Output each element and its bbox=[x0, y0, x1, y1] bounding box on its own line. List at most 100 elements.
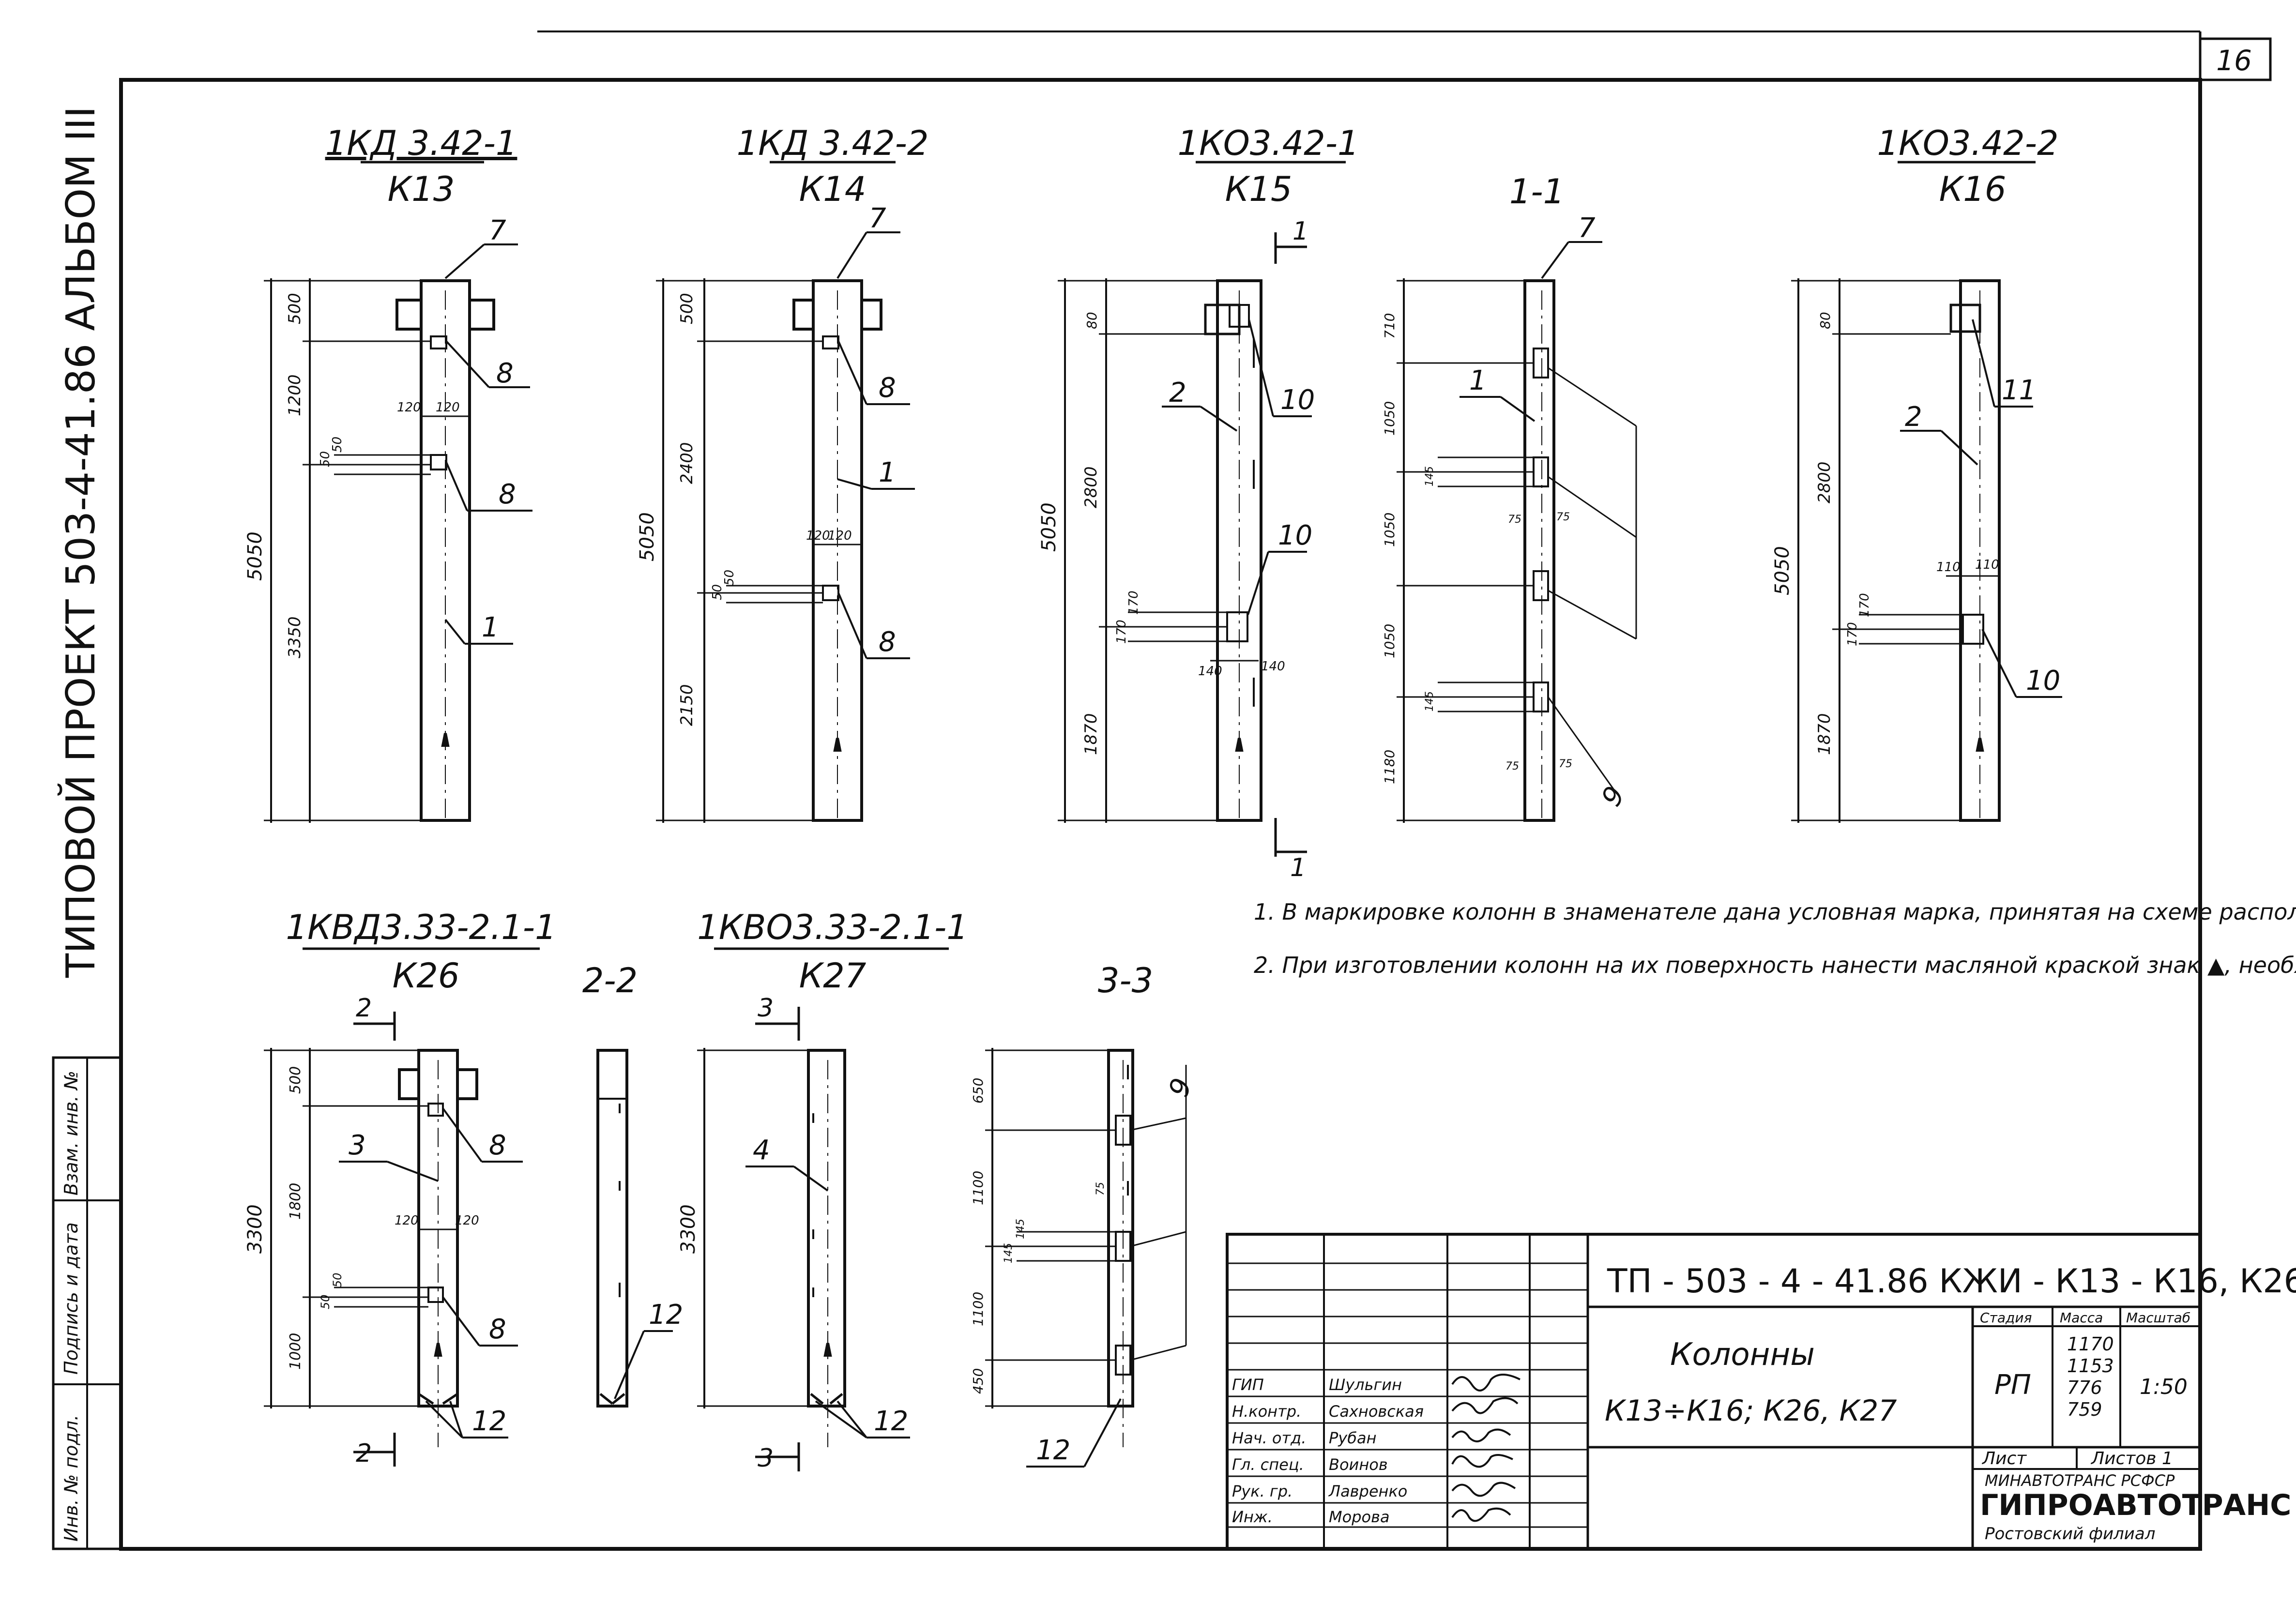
dim-k16-170a: 170 bbox=[1845, 622, 1860, 646]
dim-s33-145b: 145 bbox=[1015, 1219, 1027, 1239]
callout-s11-1: 1 bbox=[1469, 365, 1487, 396]
callout-k27-4: 4 bbox=[753, 1135, 770, 1166]
dim-k14-50b: 50 bbox=[722, 570, 737, 586]
column-k26-code: К26 bbox=[393, 956, 460, 996]
stamp-label-replace: Взам. инв. № bbox=[61, 1071, 82, 1196]
dim-k26-500: 500 bbox=[287, 1066, 304, 1094]
dim-k14-2400: 2400 bbox=[677, 442, 697, 484]
staff-role-1: ГИП bbox=[1232, 1376, 1264, 1394]
dim-k14-50a: 50 bbox=[710, 584, 725, 600]
scale-value: 1:50 bbox=[2140, 1375, 2188, 1399]
column-k14-mark: 1КД 3.42-2 bbox=[737, 123, 929, 163]
sheet-number: 16 bbox=[2216, 44, 2252, 77]
column-k13-code: К13 bbox=[388, 169, 455, 209]
dim-k15-140a: 140 bbox=[1198, 664, 1222, 679]
dim-k13-50a: 50 bbox=[318, 451, 333, 467]
dim-k13-120a: 120 bbox=[397, 400, 421, 415]
side-title: ТИПОВОЙ ПРОЕКТ 503-4-41.86 АЛЬБОМ III bbox=[57, 106, 104, 978]
drawing-title-line2: К13÷К16; К26, К27 bbox=[1605, 1394, 1897, 1428]
dim-s33-145a: 145 bbox=[1003, 1243, 1015, 1263]
callout-k14-7: 7 bbox=[869, 203, 886, 234]
callout-k13-8b: 8 bbox=[499, 479, 516, 510]
dim-k16-110b: 110 bbox=[1975, 558, 1999, 572]
section-3-3-label: 3-3 bbox=[1098, 961, 1153, 1000]
dim-k16-2800: 2800 bbox=[1815, 461, 1834, 503]
dim-s11-75a: 75 bbox=[1508, 514, 1521, 526]
callout-k15-10b: 10 bbox=[1278, 520, 1312, 551]
dim-k15-80: 80 bbox=[1084, 312, 1100, 329]
column-k27-code: К27 bbox=[799, 956, 867, 996]
dim-k15-140b: 140 bbox=[1261, 659, 1285, 674]
dim-k13-50b: 50 bbox=[330, 437, 345, 453]
signature-1 bbox=[1451, 1374, 1521, 1392]
dim-s11-75b: 75 bbox=[1556, 511, 1570, 523]
dim-k16-170b: 170 bbox=[1857, 593, 1872, 617]
signature-3 bbox=[1451, 1428, 1511, 1442]
staff-role-2: Н.контр. bbox=[1232, 1402, 1301, 1421]
column-k27-mark: 1КВО3.33-2.1-1 bbox=[697, 908, 968, 947]
cut-mark-2-bottom: 2 bbox=[356, 1439, 372, 1468]
org-ministry: МИНАВТОТРАНС РСФСР bbox=[1985, 1471, 2175, 1490]
column-k26-mark: 1КВД3.33-2.1-1 bbox=[286, 908, 556, 947]
dim-s33-1100a: 1100 bbox=[970, 1171, 986, 1205]
column-k14-view: 1КД 3.42-2 К14 500 2400 2150 5050 50 50 … bbox=[636, 123, 928, 823]
callout-k27-12: 12 bbox=[874, 1406, 908, 1437]
stage-value: РП bbox=[1994, 1369, 2031, 1401]
dim-k15-170a: 170 bbox=[1114, 620, 1129, 644]
dim-k16-80: 80 bbox=[1817, 312, 1833, 329]
dim-k27-3300: 3300 bbox=[677, 1204, 699, 1254]
callout-k26-8b: 8 bbox=[489, 1314, 506, 1345]
staff-role-5: Рук. гр. bbox=[1232, 1482, 1292, 1500]
dim-k13-3350: 3350 bbox=[285, 616, 304, 658]
cut-mark-3-bottom: 3 bbox=[758, 1444, 774, 1473]
dim-k14-2150: 2150 bbox=[677, 684, 697, 726]
sheet-frame bbox=[119, 78, 2202, 1551]
callout-s11-7: 7 bbox=[1578, 212, 1596, 244]
staff-name-1: Шульгин bbox=[1329, 1376, 1402, 1394]
dim-k15-1870: 1870 bbox=[1081, 713, 1101, 755]
callout-s33-9: 9 bbox=[1163, 1074, 1198, 1101]
column-k16-mark: 1КО3.42-2 bbox=[1877, 123, 2059, 163]
dim-k14-120b: 120 bbox=[828, 529, 852, 543]
note-2: 2. При изготовлении колонн на их поверхн… bbox=[1254, 952, 2296, 978]
sheet-number-box bbox=[2199, 37, 2272, 81]
staff-role-6: Инж. bbox=[1232, 1508, 1273, 1526]
section-3-3-view: 3-3 650 1100 1100 450 145 145 75 9 12 bbox=[970, 961, 1198, 1468]
column-k15-view: 1КО3.42-1 К15 1 1 80 2800 5050 170 170 1… bbox=[1038, 123, 1359, 882]
cut-mark-1-bottom: 1 bbox=[1290, 853, 1306, 882]
drawing-title-line1: Колонны bbox=[1670, 1337, 1815, 1373]
callout-k13-8a: 8 bbox=[496, 358, 514, 389]
dim-k16-1870: 1870 bbox=[1815, 713, 1834, 755]
column-k27-view: 1КВО3.33-2.1-1 К27 3 3 3300 4 12 bbox=[677, 908, 968, 1473]
dim-k13-120b: 120 bbox=[436, 400, 460, 415]
dim-s11-145b: 145 bbox=[1424, 691, 1436, 712]
mass-value-2: 1153 bbox=[2067, 1355, 2114, 1377]
staff-name-3: Рубан bbox=[1329, 1429, 1377, 1447]
dim-s11-75d: 75 bbox=[1559, 758, 1572, 770]
column-k15-mark: 1КО3.42-1 bbox=[1178, 123, 1359, 163]
org-branch: Ростовский филиал bbox=[1985, 1524, 2155, 1544]
dim-s33-75: 75 bbox=[1095, 1182, 1107, 1196]
dim-k26-120a: 120 bbox=[395, 1213, 419, 1228]
callout-k26-12: 12 bbox=[472, 1406, 506, 1437]
callout-k16-11: 11 bbox=[2002, 375, 2036, 406]
mass-label: Масса bbox=[2060, 1310, 2103, 1326]
callout-k26-3: 3 bbox=[349, 1130, 366, 1161]
staff-role-3: Нач. отд. bbox=[1232, 1429, 1306, 1447]
dim-k26-3300: 3300 bbox=[244, 1204, 266, 1254]
dim-k13-5050: 5050 bbox=[244, 531, 266, 581]
org-name: ГИПРОАВТОТРАНС bbox=[1980, 1488, 2291, 1522]
section-1-1-label: 1-1 bbox=[1509, 172, 1565, 212]
cut-mark-2-top: 2 bbox=[356, 994, 372, 1023]
mass-value-4: 759 bbox=[2067, 1399, 2102, 1420]
dim-k15-2800: 2800 bbox=[1081, 466, 1101, 508]
section-2-2-label: 2-2 bbox=[582, 961, 638, 1000]
cut-mark-3-top: 3 bbox=[758, 994, 774, 1023]
mass-value-3: 776 bbox=[2067, 1377, 2102, 1398]
staff-name-5: Лавренко bbox=[1328, 1482, 1407, 1500]
cut-mark-1-top: 1 bbox=[1292, 217, 1308, 246]
scale-label: Масштаб bbox=[2126, 1310, 2190, 1326]
dim-k15-170b: 170 bbox=[1126, 590, 1141, 615]
staff-name-4: Воинов bbox=[1329, 1455, 1388, 1474]
